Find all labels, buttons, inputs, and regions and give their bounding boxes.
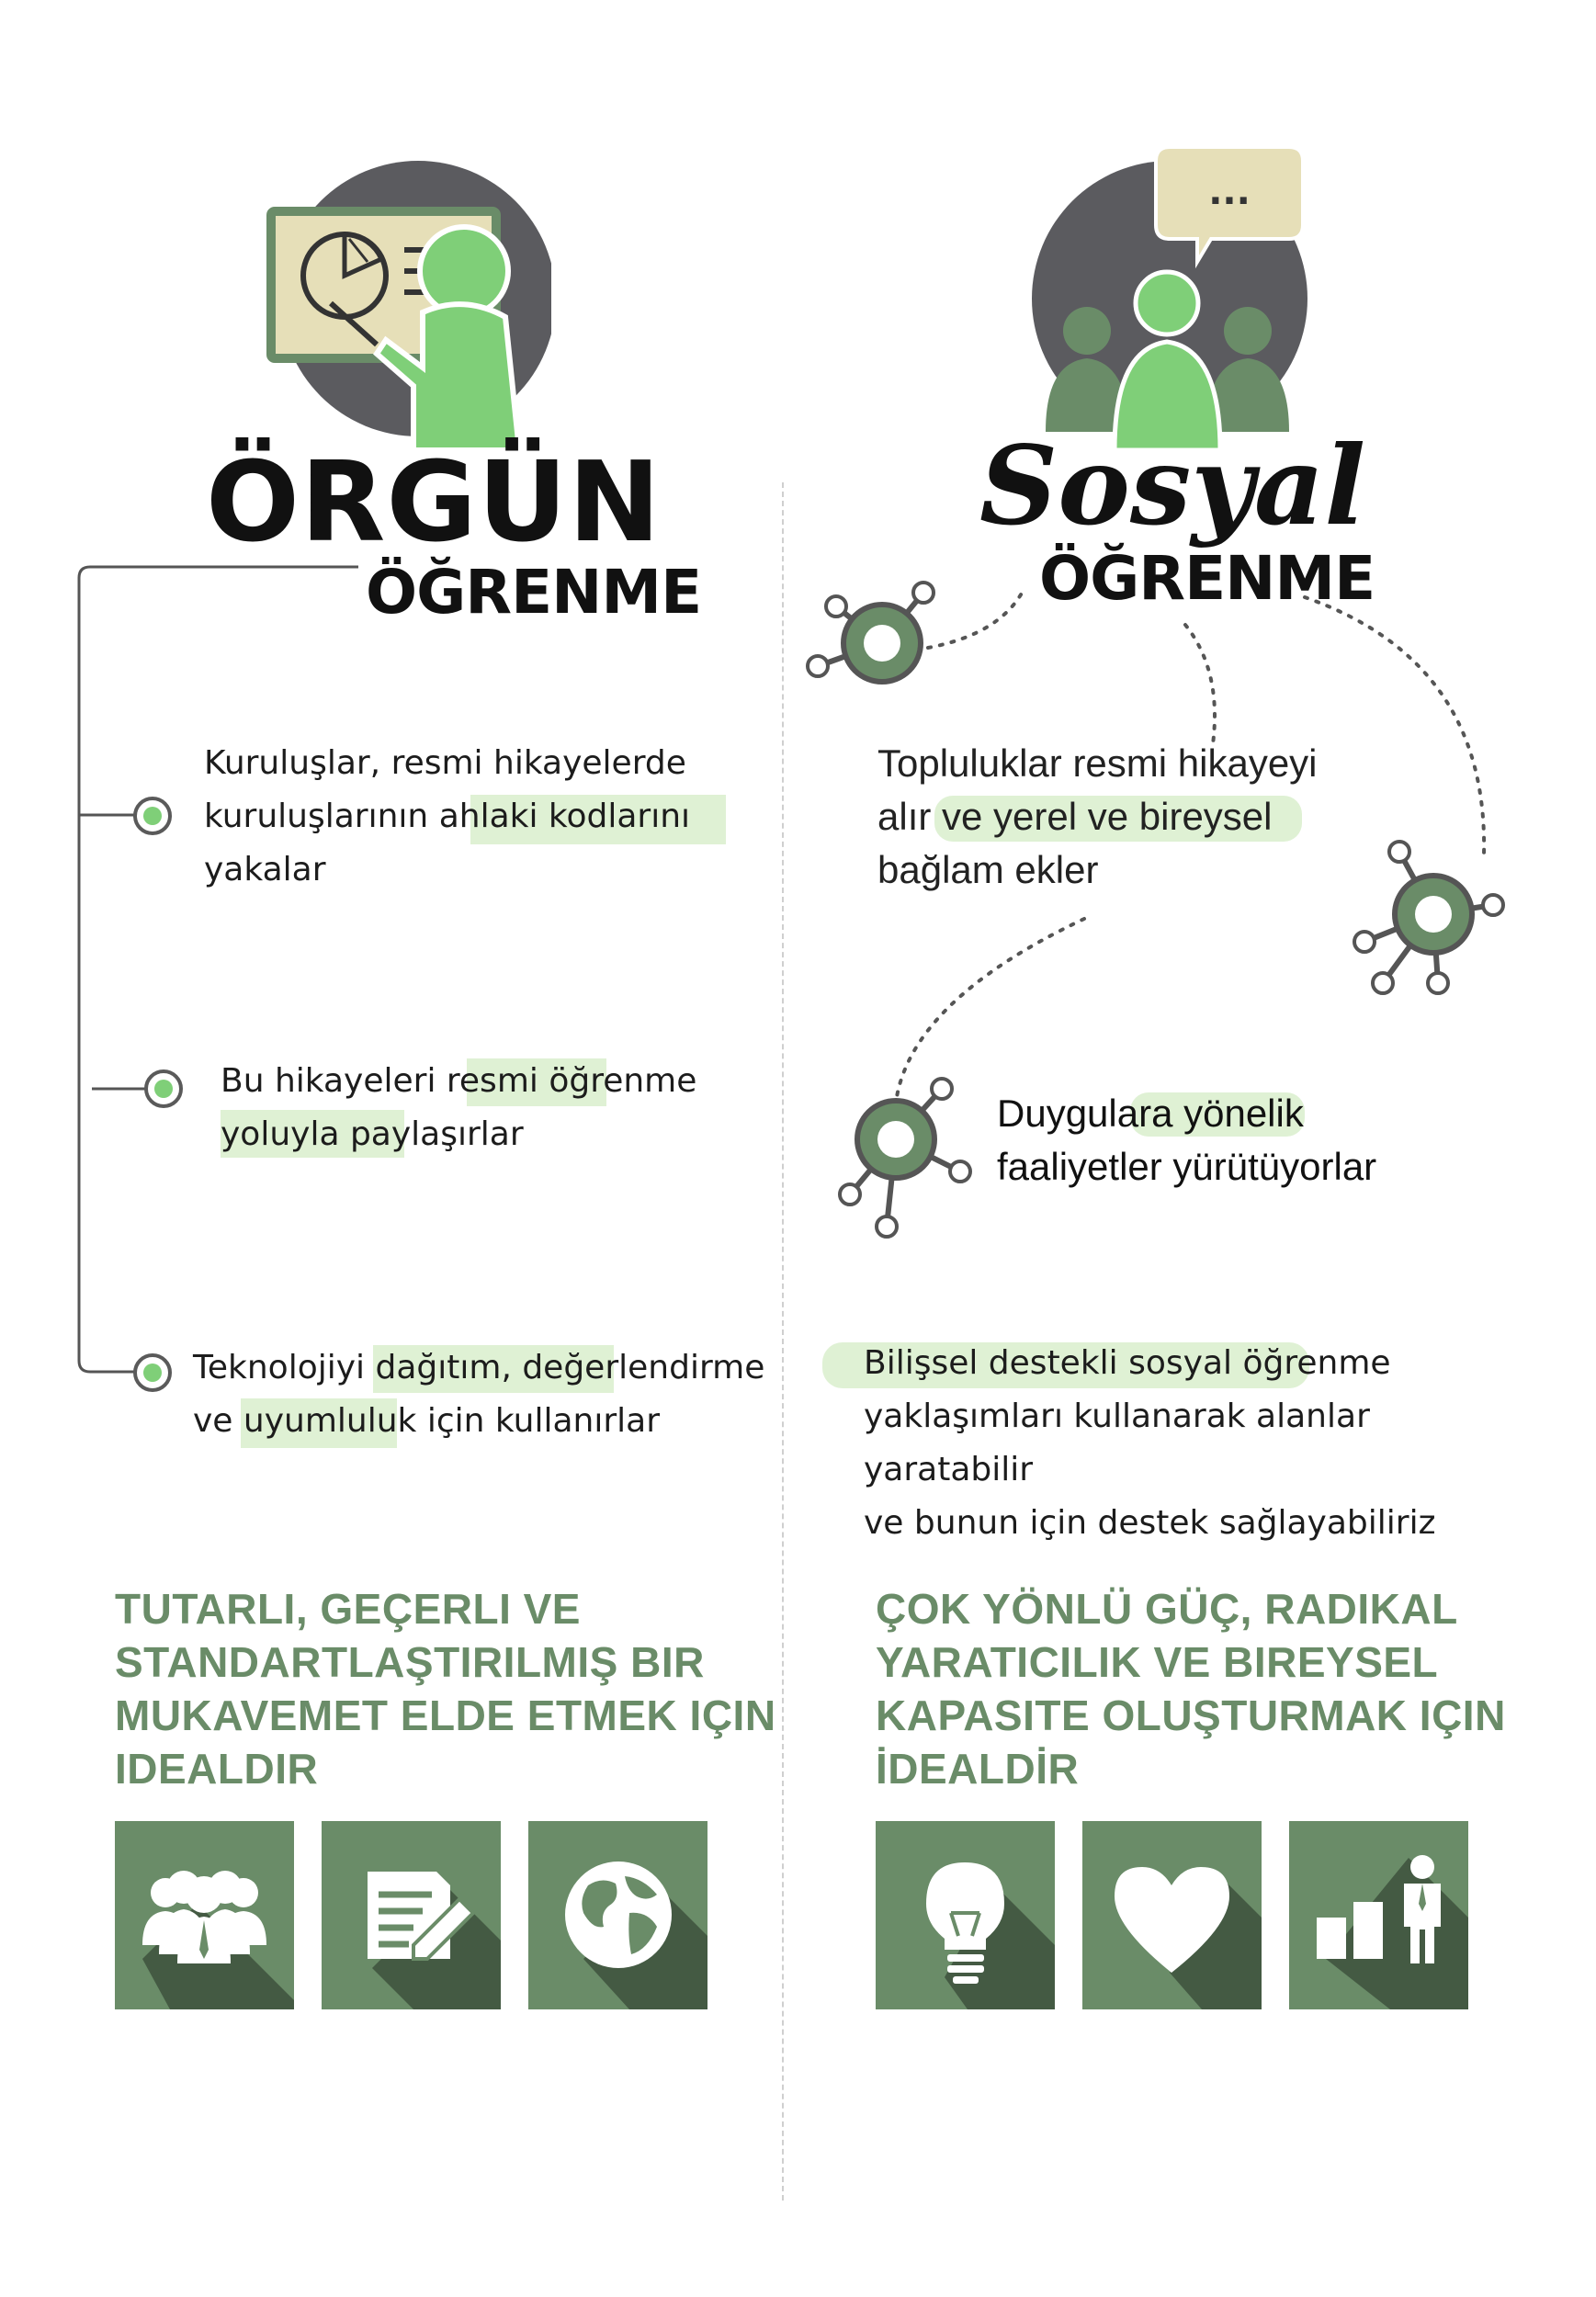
formal-point-2-line-2: yoluyla paylaşırlar (221, 1115, 524, 1153)
formal-conclusion: TUTARLI, GEÇERLI VE STANDARTLAŞTIRILMIŞ … (115, 1582, 776, 1795)
formal-point-1-line-3: yakalar (204, 851, 326, 888)
network-node-icon (838, 1077, 972, 1239)
formal-subtitle: ÖĞRENME (366, 557, 702, 628)
social-point-2: Duygulara yönelik faaliyetler yürütüyorl… (997, 1087, 1548, 1194)
formal-point-3-line-2: ve uyumluluk için kullanırlar (193, 1402, 660, 1440)
social-point-2-line-2: faaliyetler yürütüyorlar (997, 1145, 1377, 1188)
formal-point-1-line-2: kuruluşlarının ahlaki kodlarını (204, 798, 691, 835)
formal-point-2: Bu hikayeleri resmi öğrenme yoluyla payl… (221, 1055, 735, 1161)
social-group-illustration: ... (1027, 138, 1312, 455)
social-title: Sosyal (979, 422, 1366, 549)
speech-bubble-dots: ... (1208, 171, 1251, 213)
formal-point-3-line-1: Teknolojiyi dağıtım, değerlendirme (193, 1349, 765, 1386)
social-point-1-line-3: bağlam ekler (877, 848, 1099, 891)
social-network-connectors (894, 586, 1487, 1104)
social-conclusion-line-4: İDEALDİR (876, 1745, 1080, 1793)
formal-title: ÖRGÜN (206, 439, 662, 567)
heart-icon (1082, 1821, 1262, 2009)
formal-connector-line (77, 565, 358, 1374)
social-point-1-line-2: alır ve yerel ve bireysel (877, 795, 1273, 838)
center-divider (782, 482, 784, 2201)
lightbulb-icon (876, 1821, 1055, 2009)
social-point-3-line-2: yaklaşımları kullanarak alanlar yaratabi… (864, 1397, 1370, 1488)
formal-bullet-2 (144, 1069, 183, 1108)
formal-bullet-1 (133, 797, 172, 835)
formal-point-2-line-1: Bu hikayeleri resmi öğrenme (221, 1062, 697, 1100)
social-conclusion-line-1: ÇOK YÖNLÜ GÜÇ, RADIKAL (876, 1585, 1458, 1633)
social-point-3-line-3: ve bunun için destek sağlayabiliriz (864, 1504, 1436, 1542)
network-node-icon (806, 581, 935, 685)
social-point-1: Topluluklar resmi hikayeyi alır ve yerel… (877, 737, 1429, 897)
formal-bullet-3 (133, 1353, 172, 1392)
teacher-presentation-illustration (266, 147, 556, 453)
formal-conclusion-line-3: MUKAVEMET ELDE ETMEK IÇIN (115, 1692, 776, 1739)
social-point-3: Bilişsel destekli sosyal öğrenme yaklaşı… (822, 1337, 1525, 1550)
network-node-icon (1353, 840, 1505, 995)
social-point-1-line-1: Topluluklar resmi hikayeyi (877, 741, 1318, 785)
social-conclusion-line-2: YARATICILIK VE BIREYSEL (876, 1638, 1439, 1686)
social-point-2-line-1: Duygulara yönelik (997, 1092, 1304, 1135)
social-conclusion: ÇOK YÖNLÜ GÜÇ, RADIKAL YARATICILIK VE BI… (876, 1582, 1574, 1795)
social-subtitle: ÖĞRENME (1039, 543, 1375, 614)
growth-chart-businessman-icon (1289, 1821, 1468, 2009)
globe-icon (528, 1821, 707, 2009)
formal-point-3: Teknolojiyi dağıtım, değerlendirme ve uy… (193, 1341, 781, 1448)
formal-point-1: Kuruluşlar, resmi hikayelerde kuruluşlar… (204, 737, 774, 897)
people-group-icon (115, 1821, 294, 2009)
social-conclusion-line-3: KAPASITE OLUŞTURMAK IÇIN (876, 1692, 1506, 1739)
formal-conclusion-line-1: TUTARLI, GEÇERLI VE (115, 1585, 581, 1633)
social-point-3-line-1: Bilişsel destekli sosyal öğrenme (864, 1344, 1391, 1382)
formal-point-1-line-1: Kuruluşlar, resmi hikayelerde (204, 744, 686, 782)
formal-conclusion-line-2: STANDARTLAŞTIRILMIŞ BIR (115, 1638, 705, 1686)
document-pen-icon (322, 1821, 501, 2009)
formal-conclusion-line-4: IDEALDIR (115, 1745, 319, 1793)
